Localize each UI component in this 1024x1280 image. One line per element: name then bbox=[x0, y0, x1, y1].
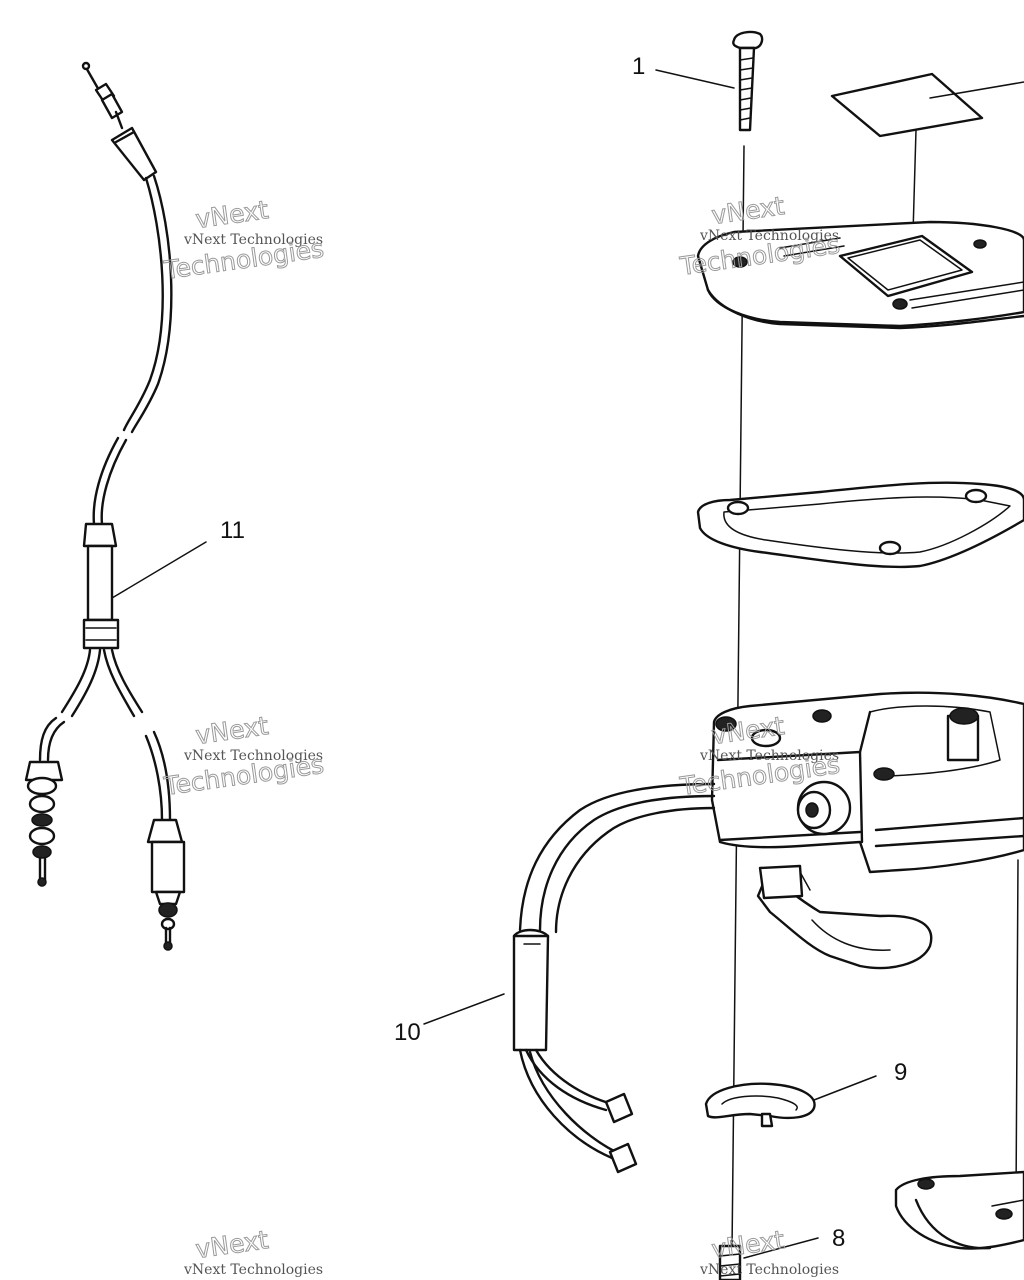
housing-cover bbox=[696, 220, 1024, 330]
watermark-5: vNext vNext Technologies bbox=[183, 1225, 323, 1278]
gasket bbox=[696, 481, 1024, 569]
wire-harness-part-10 bbox=[512, 928, 638, 1174]
assembly-axis-line bbox=[731, 145, 745, 1251]
callout-8: 8 bbox=[743, 1225, 845, 1259]
callout-10-label: 10 bbox=[394, 1019, 421, 1046]
watermark-6: vNext vNext Technologies bbox=[699, 1225, 839, 1278]
callout-11: 11 bbox=[111, 517, 245, 599]
callout-1: 1 bbox=[632, 53, 735, 89]
watermark-1: vNext vNext Technologies Technologies bbox=[161, 195, 326, 286]
watermark-line: vNext Technologies bbox=[699, 748, 839, 764]
watermark-brand: vNext bbox=[710, 1225, 787, 1264]
watermark-line: vNext Technologies bbox=[183, 232, 323, 248]
callout-11-label: 11 bbox=[220, 517, 245, 544]
watermark-line: vNext Technologies bbox=[183, 748, 323, 764]
watermark-brand: vNext bbox=[194, 711, 271, 750]
watermark-line: vNext Technologies bbox=[183, 1262, 323, 1278]
watermark-line: vNext Technologies bbox=[699, 228, 839, 244]
screw-part-8 bbox=[718, 1244, 742, 1280]
watermark-3: vNext vNext Technologies Technologies bbox=[161, 711, 326, 802]
throttle-housing bbox=[518, 691, 1024, 970]
callout-10: 10 bbox=[394, 993, 505, 1046]
callout-8-label: 8 bbox=[832, 1225, 845, 1252]
callout-1-label: 1 bbox=[632, 53, 645, 80]
watermark-brand: vNext bbox=[194, 1225, 271, 1264]
assembly-axis-line-right bbox=[1015, 859, 1019, 1201]
watermark-line: vNext Technologies bbox=[699, 1262, 839, 1278]
screw-part-1 bbox=[732, 30, 764, 132]
watermark-brand: vNext bbox=[710, 191, 787, 230]
callout-9: 9 bbox=[813, 1059, 907, 1101]
throttle-cable-assembly bbox=[24, 61, 186, 951]
callout-9-label: 9 bbox=[894, 1059, 907, 1086]
handlebar-clamp bbox=[894, 1170, 1024, 1250]
watermark-brand: vNext bbox=[194, 195, 271, 234]
clip-part-9 bbox=[704, 1082, 816, 1128]
